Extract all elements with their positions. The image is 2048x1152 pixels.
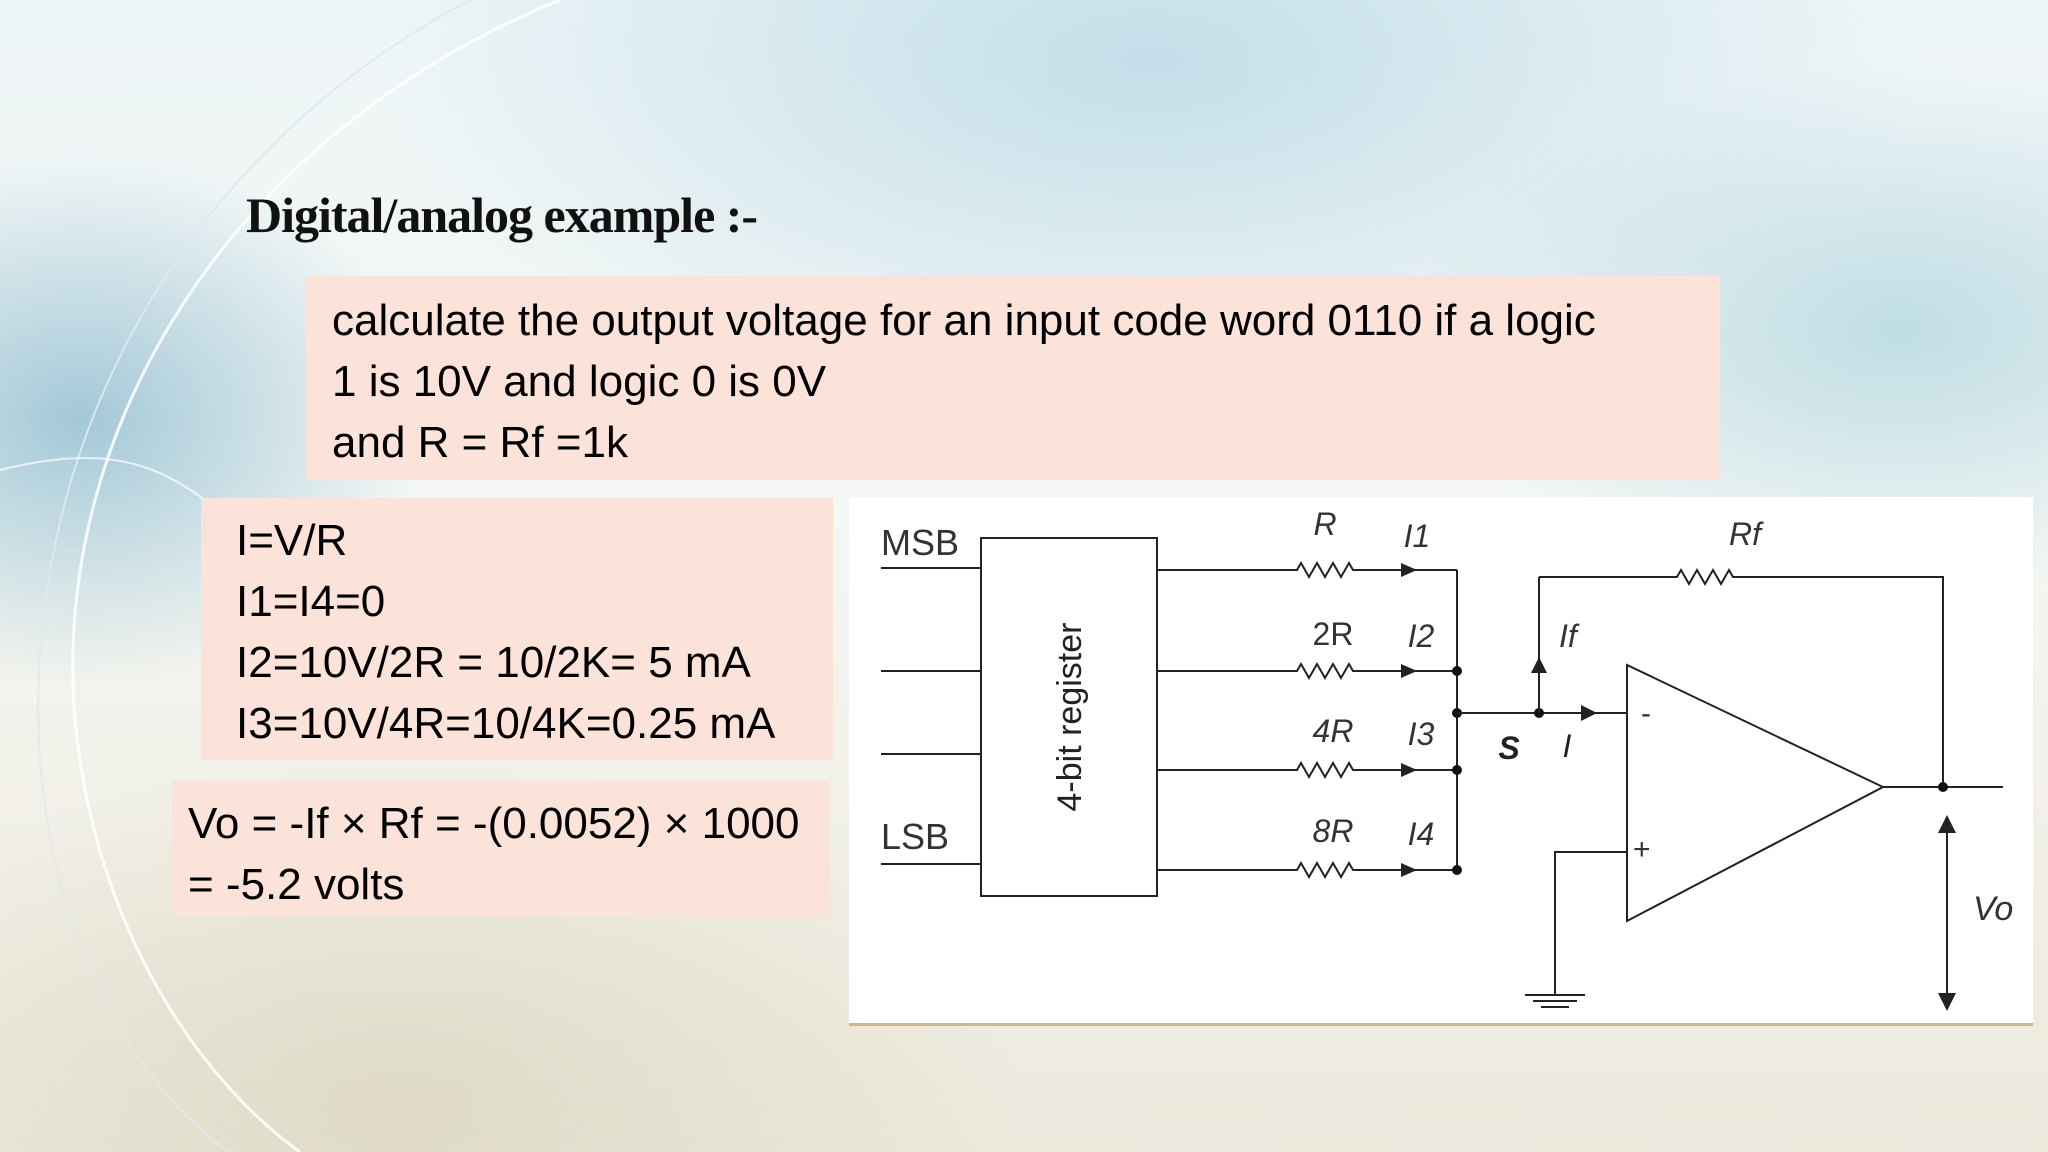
formula-box: I=V/R I1=I4=0 I2=10V/2R = 10/2K= 5 mA I3…	[201, 498, 833, 760]
resistor-label-2r: 2R	[1313, 616, 1354, 652]
junction-dot	[1452, 865, 1462, 875]
op-amp-plus: +	[1633, 833, 1651, 866]
dac-circuit-diagram: MSB LSB 4-bit register	[849, 497, 2033, 1026]
ground-wire	[1554, 851, 1627, 995]
op-amp-minus: -	[1641, 697, 1651, 730]
junction-dot	[1452, 666, 1462, 676]
feedback-current-label: If	[1559, 618, 1580, 654]
current-label-i2: I2	[1408, 618, 1435, 654]
arrow-icon	[1581, 705, 1597, 721]
arrow-icon	[1401, 563, 1417, 577]
ground-icon	[1525, 994, 1585, 1008]
question-line: and R = Rf =1k	[332, 418, 628, 467]
node-label-s: S	[1498, 730, 1520, 766]
branch-1	[1157, 560, 1417, 580]
arrow-icon	[1531, 657, 1547, 673]
resistor-label-r: R	[1313, 506, 1336, 542]
slide-title: Digital/analog example :-	[246, 187, 758, 243]
feedback-resistor	[1539, 567, 1944, 787]
arrow-icon	[1401, 763, 1417, 777]
formula-line: I1=I4=0	[236, 577, 386, 626]
op-amp-symbol	[1626, 663, 1886, 923]
msb-label: MSB	[881, 522, 959, 563]
formula-line: I2=10V/2R = 10/2K= 5 mA	[236, 638, 751, 687]
result-line: Vo = -If × Rf = -(0.0052) × 1000	[188, 799, 800, 848]
formula-line: I=V/R	[236, 516, 348, 565]
resistor-label-4r: 4R	[1313, 713, 1354, 749]
current-label-i1: I1	[1404, 518, 1431, 554]
arrow-up-icon	[1938, 815, 1956, 833]
formula-line: I3=10V/4R=10/4K=0.25 mA	[236, 699, 776, 748]
resistor-label-8r: 8R	[1313, 813, 1354, 849]
branch-4	[1157, 860, 1417, 880]
current-label-i: I	[1563, 728, 1572, 764]
register-block	[980, 537, 1158, 897]
feedback-resistor-label: Rf	[1729, 516, 1764, 552]
arrow-down-icon	[1938, 993, 1956, 1011]
junction-dot	[1938, 782, 1948, 792]
arrow-icon	[1401, 664, 1417, 678]
result-box: Vo = -If × Rf = -(0.0052) × 1000 = -5.2 …	[172, 781, 830, 917]
current-label-i3: I3	[1408, 716, 1435, 752]
question-line: 1 is 10V and logic 0 is 0V	[332, 357, 827, 406]
junction-dot	[1452, 765, 1462, 775]
register-label: 4-bit register	[1051, 623, 1089, 812]
output-voltage-label: Vo	[1973, 890, 2013, 928]
branch-3	[1157, 760, 1417, 780]
question-line: calculate the output voltage for an inpu…	[332, 296, 1596, 345]
current-label-i4: I4	[1408, 816, 1435, 852]
arrow-icon	[1401, 863, 1417, 877]
question-box: calculate the output voltage for an inpu…	[306, 276, 1720, 480]
branch-2	[1157, 661, 1417, 681]
lsb-label: LSB	[881, 816, 949, 857]
result-line: = -5.2 volts	[188, 860, 405, 909]
